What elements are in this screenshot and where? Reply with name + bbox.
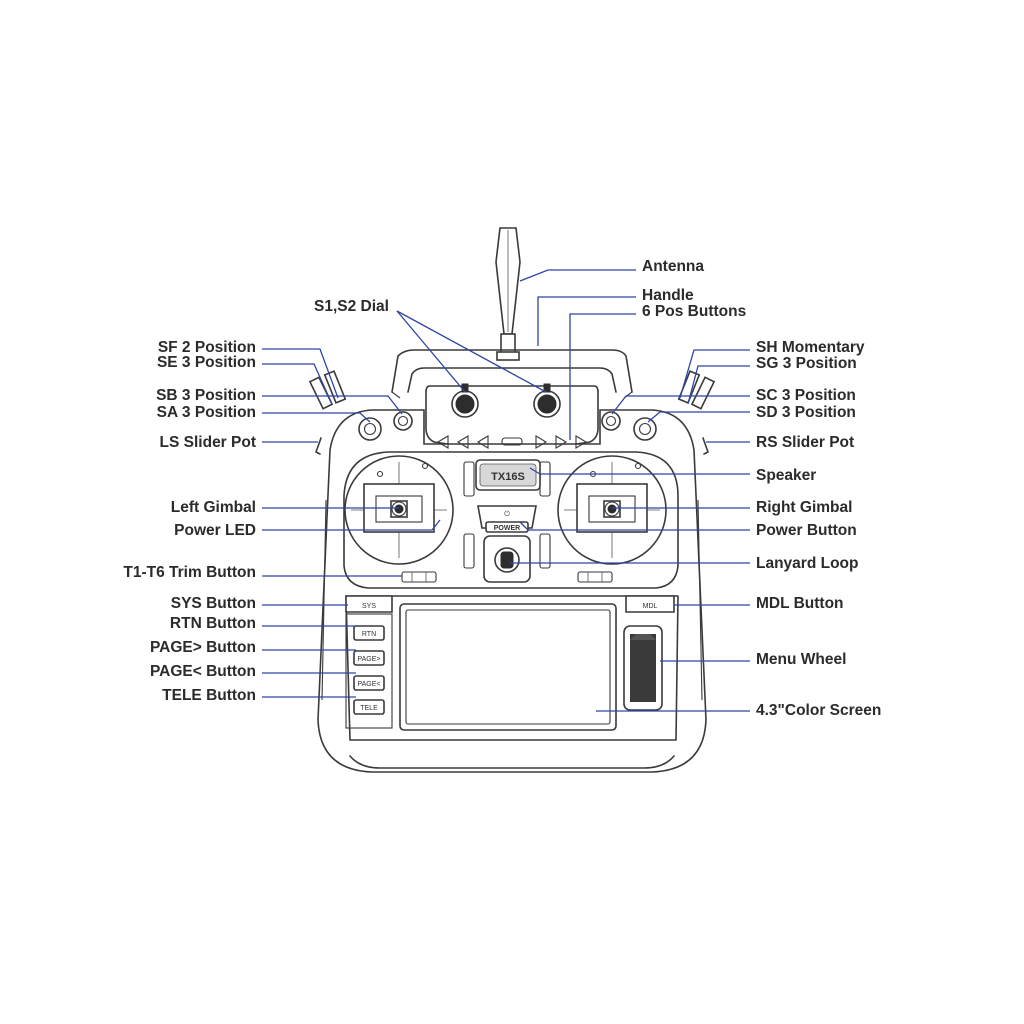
label-dial: S1,S2 Dial bbox=[314, 298, 389, 315]
leader-lines bbox=[262, 269, 750, 712]
label-left-gimbal: Left Gimbal bbox=[171, 499, 256, 516]
page-next-button: PAGE> bbox=[353, 650, 385, 666]
rtn-button: RTN bbox=[353, 625, 385, 641]
label-power-button: Power Button bbox=[756, 522, 857, 539]
page-prev-label: PAGE< bbox=[357, 681, 380, 688]
page-prev-button: PAGE< bbox=[353, 675, 385, 691]
speaker: TX16S bbox=[475, 459, 541, 491]
color-screen bbox=[399, 603, 617, 731]
tele-button: TELE bbox=[353, 699, 385, 715]
label-screen: 4.3"Color Screen bbox=[756, 702, 881, 719]
label-tele: TELE Button bbox=[162, 687, 256, 704]
rs-slider-pot bbox=[702, 437, 709, 455]
label-sh: SH Momentary bbox=[756, 339, 865, 356]
sys-button: SYS bbox=[345, 595, 393, 613]
power-button: ⏻ POWER bbox=[477, 505, 537, 533]
label-speaker: Speaker bbox=[756, 467, 816, 484]
left-gimbal bbox=[344, 455, 454, 565]
label-sd: SD 3 Position bbox=[756, 404, 856, 421]
label-handle: Handle bbox=[642, 287, 694, 304]
lanyard-loop bbox=[483, 535, 531, 583]
power-label: POWER bbox=[494, 525, 520, 532]
switch-sd bbox=[633, 417, 657, 441]
label-page-next: PAGE> Button bbox=[150, 639, 256, 656]
label-trim: T1-T6 Trim Button bbox=[123, 564, 256, 581]
model-badge: TX16S bbox=[491, 471, 525, 483]
switch-sg bbox=[690, 376, 716, 410]
switch-sb bbox=[393, 411, 413, 431]
dial-housing bbox=[425, 385, 599, 453]
label-six-pos: 6 Pos Buttons bbox=[642, 303, 746, 320]
label-rtn: RTN Button bbox=[170, 615, 256, 632]
label-power-led: Power LED bbox=[174, 522, 256, 539]
tele-label: TELE bbox=[360, 705, 378, 712]
transmitter-drawing: TX16S ⏻ POWER SYS bbox=[308, 227, 716, 773]
sys-label: SYS bbox=[362, 603, 376, 610]
right-gimbal bbox=[557, 455, 667, 565]
six-pos-buttons bbox=[436, 435, 588, 449]
label-antenna: Antenna bbox=[642, 258, 704, 275]
left-button-column: RTN PAGE> PAGE< TELE bbox=[345, 613, 393, 729]
face-plate bbox=[343, 451, 679, 589]
mdl-button: MDL bbox=[625, 595, 675, 613]
s2-dial bbox=[533, 383, 561, 418]
label-menu-wheel: Menu Wheel bbox=[756, 651, 846, 668]
label-se: SE 3 Position bbox=[157, 354, 256, 371]
antenna bbox=[495, 227, 521, 361]
menu-wheel bbox=[623, 625, 663, 711]
mdl-label: MDL bbox=[643, 603, 658, 610]
label-sg: SG 3 Position bbox=[756, 355, 857, 372]
page-next-label: PAGE> bbox=[357, 656, 380, 663]
label-sa: SA 3 Position bbox=[157, 404, 256, 421]
rtn-label: RTN bbox=[362, 631, 376, 638]
label-mdl: MDL Button bbox=[756, 595, 844, 612]
bottom-lip bbox=[349, 755, 675, 769]
switch-sa bbox=[358, 417, 382, 441]
label-lanyard: Lanyard Loop bbox=[756, 555, 858, 572]
label-sf: SF 2 Position bbox=[158, 339, 256, 356]
label-sb: SB 3 Position bbox=[156, 387, 256, 404]
switch-sc bbox=[601, 411, 621, 431]
svg-text:⏻: ⏻ bbox=[504, 510, 510, 518]
label-rs: RS Slider Pot bbox=[756, 434, 854, 451]
ls-slider-pot bbox=[315, 437, 322, 455]
label-right-gimbal: Right Gimbal bbox=[756, 499, 852, 516]
label-sc: SC 3 Position bbox=[756, 387, 856, 404]
label-sys: SYS Button bbox=[171, 595, 256, 612]
horizontal-trims bbox=[401, 571, 613, 583]
label-page-prev: PAGE< Button bbox=[150, 663, 256, 680]
callout-labels: Antenna Handle 6 Pos Buttons S1,S2 Dial … bbox=[123, 258, 881, 719]
lower-panel bbox=[345, 595, 679, 741]
label-ls: LS Slider Pot bbox=[160, 434, 256, 451]
